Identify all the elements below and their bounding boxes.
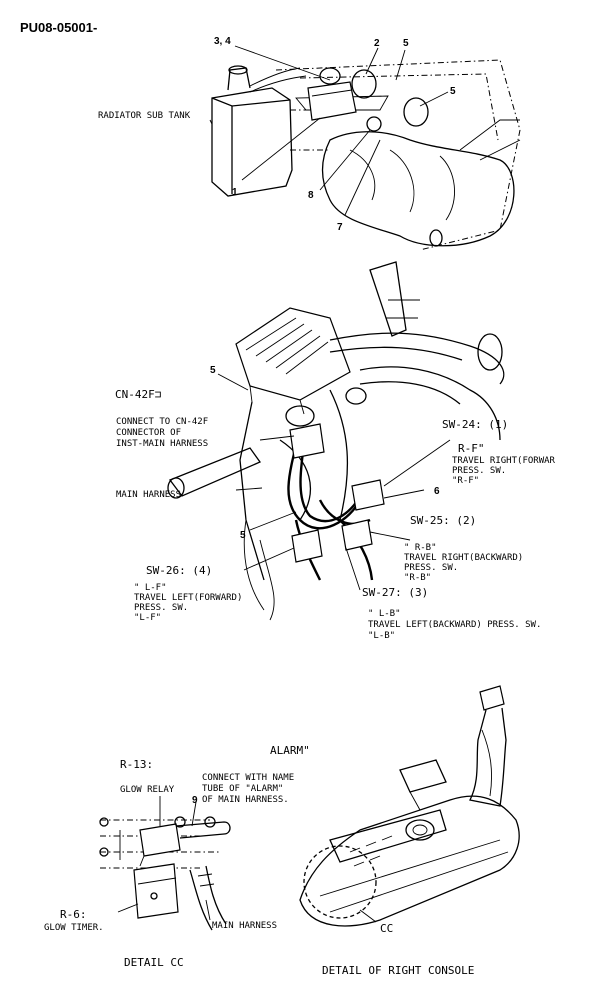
lb-code: " L-B": [368, 609, 401, 619]
alarm-label: ALARM": [270, 744, 310, 757]
rb-press: PRESS. SW.: [404, 563, 458, 573]
callout-6: 6: [434, 486, 440, 497]
lb-tag: "L-B": [368, 631, 395, 641]
rf-code: R-F": [458, 442, 485, 455]
callout-5-middle-b: 5: [240, 530, 246, 541]
callout-9: 9: [192, 795, 198, 806]
rf-press: PRESS. SW.: [452, 466, 506, 476]
sw-27-label: SW-27: (3): [362, 586, 428, 599]
r-13-label: R-13:: [120, 758, 153, 771]
connect-note-line-2: CONNECTOR OF: [116, 428, 181, 438]
main-harness-label: MAIN HARNESS: [116, 490, 181, 500]
rf-tag: "R-F": [452, 476, 479, 486]
alarm-note-line-3: OF MAIN HARNESS.: [202, 795, 289, 805]
alarm-note-line-2: TUBE OF "ALARM": [202, 784, 283, 794]
lf-tag: "L-F": [134, 613, 161, 623]
glow-timer-label: GLOW TIMER.: [44, 923, 104, 933]
rb-desc: TRAVEL RIGHT(BACKWARD): [404, 553, 523, 563]
callout-2: 2: [374, 38, 380, 49]
lb-desc: TRAVEL LEFT(BACKWARD) PRESS. SW.: [368, 620, 541, 630]
cn-42f-label: CN-42F⊐: [115, 388, 161, 401]
radiator-sub-tank-label: RADIATOR SUB TANK: [98, 111, 191, 121]
lf-desc: TRAVEL LEFT(FORWARD): [134, 593, 242, 603]
r-6-label: R-6:: [60, 908, 87, 921]
right-console-drawing: [299, 685, 520, 927]
lf-code: " L-F": [134, 583, 167, 593]
callout-8: 8: [308, 190, 314, 201]
rb-tag: "R-B": [404, 573, 431, 583]
callout-5-top-b: 5: [450, 86, 456, 97]
connect-note-line-1: CONNECT TO CN-42F: [116, 417, 208, 427]
detail-cc-title: DETAIL CC: [124, 956, 184, 969]
rf-desc: TRAVEL RIGHT(FORWAR: [452, 456, 556, 466]
glow-relay-label: GLOW RELAY: [120, 785, 175, 795]
detail-right-console-title: DETAIL OF RIGHT CONSOLE: [322, 964, 474, 977]
callout-5-middle-a: 5: [210, 365, 216, 376]
middle-assembly-drawing: [167, 261, 505, 621]
callout-3-4: 3, 4: [214, 36, 231, 47]
cc-callout: CC: [380, 922, 393, 935]
main-harness-bottom-label: MAIN HARNESS: [212, 921, 277, 931]
callout-7: 7: [337, 222, 343, 233]
lf-press: PRESS. SW.: [134, 603, 188, 613]
part-code: PU08-05001-: [20, 20, 98, 35]
rb-code: " R-B": [404, 543, 437, 553]
detail-cc-drawing: [99, 796, 231, 931]
sw-26-label: SW-26: (4): [146, 564, 212, 577]
callout-5-top-a: 5: [403, 38, 409, 49]
callout-1: 1: [232, 187, 238, 198]
sw-25-label: SW-25: (2): [410, 514, 476, 527]
alarm-note-line-1: CONNECT WITH NAME: [202, 773, 294, 783]
top-assembly-drawing: [209, 45, 521, 251]
sw-24-label: SW-24: (1): [442, 418, 508, 431]
connect-note-line-3: INST-MAIN HARNESS: [116, 439, 208, 449]
